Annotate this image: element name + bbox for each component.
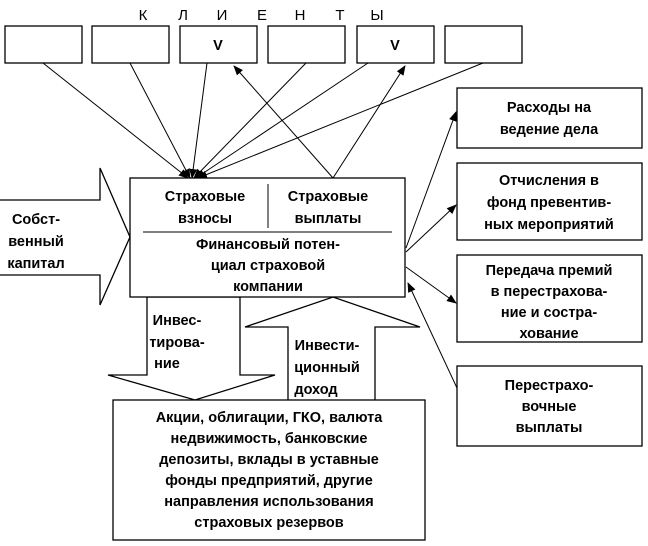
header-letter: К — [139, 7, 148, 24]
header-letter: И — [217, 7, 228, 24]
payout-arrows — [233, 65, 406, 179]
investments-text: недвижимость, банковские — [171, 431, 368, 447]
header-letter: Т — [335, 7, 344, 24]
investment-income-label: Инвести- — [295, 338, 360, 354]
client-box — [267, 25, 346, 64]
investments-text: направления использования — [164, 494, 373, 510]
investment-income-label: доход — [294, 382, 337, 398]
prevention-fund-box — [456, 162, 643, 241]
client-box — [4, 25, 83, 64]
investing-label: Инвес- — [153, 313, 202, 329]
prevention-fund-label: фонд превентив- — [487, 195, 611, 211]
prevention-fund-label: ных мероприятий — [484, 217, 614, 233]
premiums-label: взносы — [178, 211, 232, 227]
main-box-title: компании — [233, 279, 303, 295]
reinsurance-transfer-box — [456, 254, 643, 343]
client-box — [91, 25, 170, 64]
payouts-label: выплаты — [295, 211, 362, 227]
right-boxes: Расходы на ведение дела Отчисления в фон… — [456, 87, 643, 447]
header-letter: Ы — [370, 7, 383, 24]
investments-text: Акции, облигации, ГКО, валюта — [156, 410, 384, 426]
reinsurance-transfer-label: хование — [519, 326, 578, 342]
reinsurance-transfer-label: ние и состра- — [501, 305, 598, 321]
reinsurance-payouts-label: выплаты — [516, 420, 583, 436]
investments-text: страховых резервов — [194, 515, 343, 531]
client-box — [444, 25, 523, 64]
investing-label: ние — [154, 356, 180, 372]
investing-arrow: Инвес- тирова- ние — [107, 296, 276, 401]
reinsurance-payouts-label: Перестрахо- — [505, 378, 594, 394]
expenses-label: Расходы на — [507, 100, 592, 116]
main-box: Страховые взносы Страховые выплаты Финан… — [129, 177, 406, 298]
investment-income-label: ционный — [294, 360, 360, 376]
investment-income-arrow: Инвести- ционный доход — [244, 296, 421, 400]
investments-text: депозиты, вклады в уставные — [159, 452, 379, 468]
reinsurance-payouts-label: вочные — [522, 399, 577, 415]
header-letter: Е — [257, 7, 267, 24]
expenses-label: ведение дела — [500, 122, 599, 138]
expenses-box — [456, 87, 643, 149]
main-box-title: циал страховой — [211, 258, 325, 274]
client-boxes: V V — [4, 25, 523, 64]
client-box-mark: V — [390, 38, 400, 54]
right-arrows — [405, 111, 458, 389]
payouts-label: Страховые — [288, 189, 368, 205]
investing-label: тирова- — [149, 335, 205, 351]
header-letter: Л — [178, 7, 188, 24]
premium-arrows — [42, 62, 484, 179]
investments-box: Акции, облигации, ГКО, валюта недвижимос… — [112, 399, 426, 541]
prevention-fund-label: Отчисления в — [499, 173, 599, 189]
main-box-title: Финансовый потен- — [196, 237, 340, 253]
premiums-label: Страховые — [165, 189, 245, 205]
investments-text: фонды предприятий, другие — [165, 473, 373, 489]
client-box — [356, 25, 435, 64]
clients-header: К Л И Е Н Т Ы — [139, 7, 384, 24]
client-box — [179, 25, 258, 64]
client-box-mark: V — [213, 38, 223, 54]
reinsurance-transfer-label: Передача премий — [486, 263, 613, 279]
own-capital-label: Собст- — [12, 212, 60, 228]
header-letter: Н — [295, 7, 306, 24]
reinsurance-payouts-box — [456, 365, 643, 447]
reinsurance-transfer-label: в перестрахова- — [491, 284, 608, 300]
own-capital-label: капитал — [7, 256, 64, 272]
own-capital-arrow: Собст- венный капитал — [0, 167, 131, 306]
own-capital-label: венный — [8, 234, 64, 250]
